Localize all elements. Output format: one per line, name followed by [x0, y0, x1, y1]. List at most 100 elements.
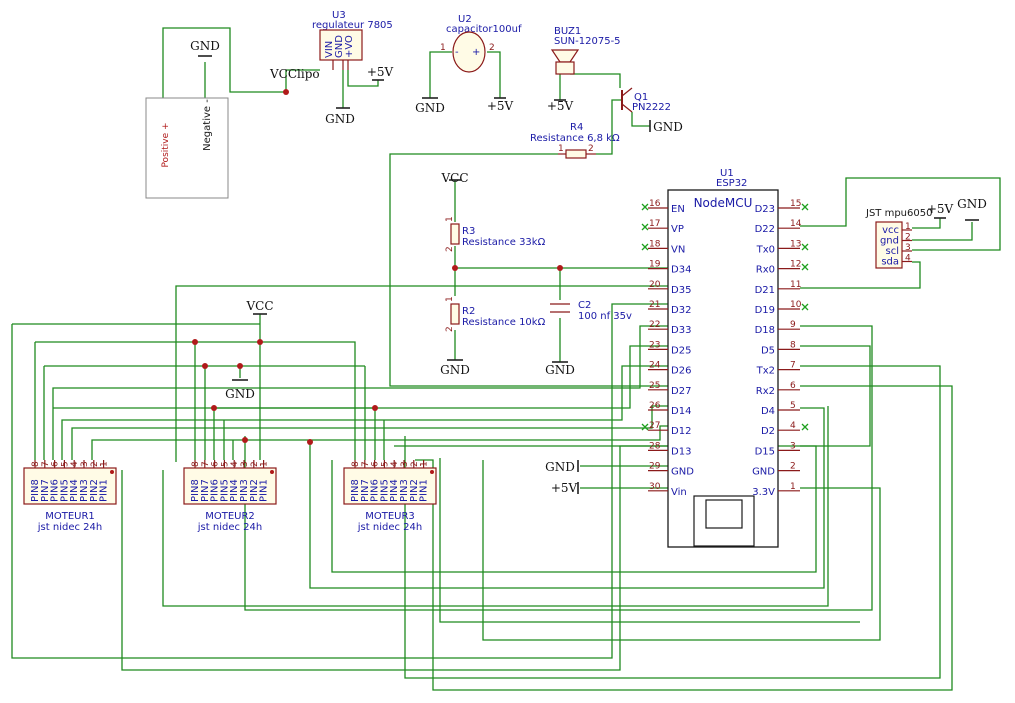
motor-pin-number: 2	[90, 461, 100, 467]
mcu-left-pin-number: 24	[649, 361, 661, 371]
buzzer-buz1: BUZ1 SUN-12075-5	[550, 26, 621, 75]
regulator-ref: U3	[332, 10, 346, 21]
motor-body	[23, 467, 117, 505]
motor-pin-name: PIN4	[389, 479, 400, 502]
mcu-left-pin-name: D33	[671, 325, 691, 336]
mcu-right-pin-name: D19	[755, 305, 775, 316]
motor-pin-name: PIN3	[79, 479, 90, 502]
svg-text:VCC: VCC	[440, 171, 468, 185]
pin1-marker	[110, 470, 114, 474]
mpu-pin-name: sda	[881, 257, 899, 268]
mpu6050-connector: JST mpu6050	[865, 208, 932, 269]
mpu-pin-number: 4	[905, 254, 911, 264]
capacitor-c2: C2 100 nf 35v	[550, 300, 632, 322]
mcu-left-pin-number: 28	[649, 441, 661, 451]
motor-pin-number: 7	[361, 461, 371, 467]
motor-pin-name: PIN6	[50, 479, 61, 502]
svg-text:GND: GND	[957, 197, 987, 211]
motor-pin-number: 4	[390, 461, 400, 467]
mcu-left-pin-name: VN	[671, 244, 685, 255]
mcu-right-pin-name: Tx2	[756, 366, 775, 377]
svg-text:Resistance 10kΩ: Resistance 10kΩ	[462, 317, 546, 328]
vcc-symbol-r3: VCC	[440, 171, 468, 185]
plus5v-symbol-regulator: +5V	[367, 65, 394, 81]
mcu-right-pin-number: 5	[790, 401, 796, 411]
motor-pin-number: 1	[260, 461, 270, 467]
gnd-symbol-regulator: GND	[325, 107, 355, 126]
regulator-pin-gnd: GND	[334, 35, 345, 58]
mcu-right-pin-name: GND	[752, 467, 775, 478]
mcu-left-pin-name: D32	[671, 305, 691, 316]
battery-negative-label: Negative -	[202, 99, 213, 151]
mcu-left-pin-number: 16	[649, 199, 661, 209]
mcu-title: NodeMCU	[694, 196, 753, 210]
motor-pin-name: PIN4	[69, 479, 80, 502]
motor-pin-number: 7	[41, 461, 51, 467]
pin1-marker	[270, 470, 274, 474]
svg-text:VCC: VCC	[245, 299, 273, 313]
gnd-symbol-battery: GND	[190, 39, 220, 57]
mcu-left-pin-name: D26	[671, 366, 691, 377]
motor-value: jst nidec 24h	[197, 522, 262, 533]
svg-text:R2: R2	[462, 306, 475, 317]
motor-value: jst nidec 24h	[37, 522, 102, 533]
resistor-r4: R4 Resistance 6,8 kΩ 1 2	[530, 122, 620, 159]
svg-text:1: 1	[445, 216, 455, 222]
motor-pin-name: PIN5	[379, 479, 390, 502]
battery-symbol: Positive + Negative -	[145, 97, 229, 199]
motor-pin-name: PIN2	[249, 479, 260, 502]
svg-text:C2: C2	[578, 300, 591, 311]
mpu-pin-name: scl	[886, 246, 900, 257]
motor-pin-number: 6	[371, 461, 381, 467]
motor-pin-name: PIN7	[360, 479, 371, 502]
svg-text:1: 1	[445, 296, 455, 302]
mcu-left-pin-number: 23	[649, 340, 660, 350]
mcu-right-pin-name: D23	[755, 204, 775, 215]
mpu-pin-number: 1	[905, 222, 911, 232]
mcu-right-pin-name: D2	[761, 426, 775, 437]
svg-text:+: +	[472, 47, 480, 58]
mcu-right-pin-number: 4	[790, 421, 796, 431]
mcu-right-pin-number: 11	[790, 280, 801, 290]
svg-text:GND: GND	[545, 460, 575, 474]
mcu-right-pin-number: 15	[790, 199, 801, 209]
motor-pin-number: 5	[380, 461, 390, 467]
mcu-left-pin-name: D12	[671, 426, 691, 437]
svg-text:-: -	[455, 47, 459, 58]
mcu-left-pin-name: D35	[671, 285, 691, 296]
mcu-right-pin-number: 8	[790, 340, 796, 350]
motor-pin-name: PIN4	[229, 479, 240, 502]
svg-text:2: 2	[445, 326, 455, 332]
mcu-left-pin-number: 18	[649, 239, 661, 249]
mcu-right-pin-name: D22	[755, 224, 775, 235]
motor-pin-name: PIN5	[59, 479, 70, 502]
motor-pin-name: PIN6	[370, 479, 381, 502]
mcu-left-pin-name: D13	[671, 446, 691, 457]
svg-text:GND: GND	[225, 387, 255, 401]
mcu-right-pin-name: D4	[761, 406, 775, 417]
svg-text:1: 1	[558, 144, 564, 154]
motor-pin-name: PIN1	[99, 479, 110, 502]
mcu-right-pin-number: 1	[790, 482, 796, 492]
mcu-right-pin-name: D5	[761, 345, 775, 356]
mcu-right-pin-number: 9	[790, 320, 796, 330]
gnd-symbol-mpu: GND	[957, 197, 987, 221]
motor-pin-name: PIN1	[259, 479, 270, 502]
svg-text:+5V: +5V	[927, 202, 954, 216]
svg-text:+5V: +5V	[547, 99, 574, 113]
mcu-left-pin-number: 22	[649, 320, 660, 330]
mcu-left-pin-name: D14	[671, 406, 691, 417]
mpu-pin-number: 3	[905, 243, 911, 253]
mpu-pin-name: vcc	[882, 225, 899, 236]
mcu-left-pin-name: GND	[671, 467, 694, 478]
plus5v-symbol-u2: +5V	[487, 97, 514, 113]
mcu-left-pin-number: 19	[649, 260, 661, 270]
vcc-symbol-motors: VCC	[245, 299, 274, 315]
gnd-label: GND	[190, 39, 220, 53]
motor-pin-name: PIN7	[200, 479, 211, 502]
battery-positive-label: Positive +	[161, 122, 171, 167]
regulator-value: regulateur 7805	[312, 20, 393, 31]
plus5v-symbol-mpu: +5V	[927, 202, 954, 219]
mcu-left-pin-number: 26	[649, 401, 661, 411]
regulator-u3: U3 regulateur 7805 VIN GND +VO	[312, 10, 393, 70]
